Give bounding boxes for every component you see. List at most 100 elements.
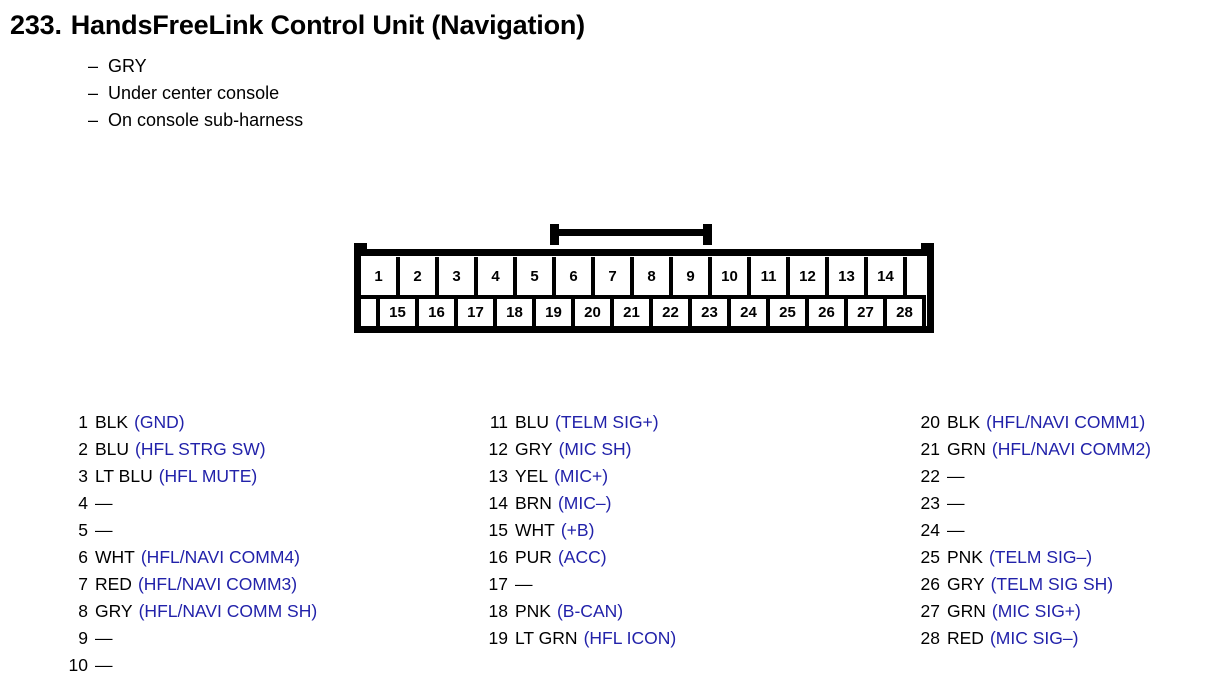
pin-list-row: 7 RED(HFL/NAVI COMM3) [62,574,317,601]
detail-bullet: –Under center console [88,83,303,110]
pin-wire-color: WHT [515,520,555,540]
pin-wire-color: GRN [947,601,986,621]
pin-number: 18 [488,601,508,621]
pin-wire-color: PUR [515,547,552,567]
pin-list-row: 18 PNK(B-CAN) [482,601,676,628]
pin-list-row: 23 — [914,493,1151,520]
connector-pin-11: 11 [751,257,790,295]
connector-pin-16: 16 [419,295,458,326]
pin-signal-name: (TELM SIG–) [988,547,1093,567]
pin-wire-color: BRN [515,493,552,513]
connector-pin-7: 7 [595,257,634,295]
pin-number: 22 [920,466,940,486]
detail-bullet-label: On console sub-harness [108,110,304,130]
connector-pin-2: 2 [400,257,439,295]
pin-signal-name: (HFL/NAVI COMM3) [137,574,298,594]
pin-wire-color: GRN [947,439,986,459]
pin-wire-color: YEL [515,466,549,486]
connector-pin-18: 18 [497,295,536,326]
pin-wire-color: RED [95,574,132,594]
pin-signal-name: (HFL STRG SW) [135,439,266,459]
pin-signal-name: (B-CAN) [556,601,624,621]
pin-wire-color: BLK [95,412,129,432]
pin-signal-name: (MIC SH) [558,439,632,459]
detail-bullet: –On console sub-harness [88,110,303,137]
pin-number: 13 [488,466,508,486]
connector-pin-24: 24 [731,295,770,326]
detail-bullet: –GRY [88,56,303,83]
pin-wire-color: PNK [515,601,551,621]
pin-list-row: 4— [62,493,317,520]
connector-pin-12: 12 [790,257,829,295]
pin-unused-dash: — [947,493,965,513]
pin-number: 16 [488,547,508,567]
connector-pin-27: 27 [848,295,887,326]
page-title-number: 233. [10,10,62,40]
pin-number: 25 [920,547,940,567]
pin-number: 24 [920,520,940,540]
pin-wire-color: LT GRN [515,628,578,648]
connector-pin-14: 14 [868,257,907,295]
latch-post-left [550,224,559,245]
pin-unused-dash: — [947,520,965,540]
pin-number: 5 [78,520,88,540]
pin-signal-name: (HFL/NAVI COMM1) [986,412,1146,432]
page-title-name: HandsFreeLink Control Unit (Navigation) [70,10,585,40]
connector-pin-4: 4 [478,257,517,295]
pin-signal-name: (TELM SIG+) [555,412,659,432]
connector-pin-21: 21 [614,295,653,326]
connector-pin-19: 19 [536,295,575,326]
pin-number: 19 [488,628,508,648]
pin-number: 14 [488,493,508,513]
pin-number: 10 [68,655,88,675]
pin-number: 20 [920,412,940,432]
pin-number: 23 [920,493,940,513]
pin-wire-color: LT BLU [95,466,153,486]
pin-number: 1 [78,412,88,432]
connector-pin-10: 10 [712,257,751,295]
connector-pin-17: 17 [458,295,497,326]
pin-unused-dash: — [515,574,533,594]
connector-pin-28: 28 [887,295,926,326]
pin-number: 3 [78,466,88,486]
connector-pin-23: 23 [692,295,731,326]
pin-number: 11 [489,412,508,432]
pin-signal-name: (+B) [560,520,595,540]
pin-wire-color: PNK [947,547,983,567]
bullet-dash-icon: – [88,83,99,103]
pin-list-row: 5— [62,520,317,547]
pin-signal-name: (HFL ICON) [583,628,677,648]
connector-pin-25: 25 [770,295,809,326]
pin-wire-color: WHT [95,547,135,567]
shell-edge-right [927,243,934,333]
pin-number: 2 [78,439,88,459]
pin-wire-color: GRY [515,439,553,459]
detail-bullet-label: Under center console [108,83,280,103]
pin-wire-color: GRY [95,601,133,621]
shell-notch-left [354,243,367,250]
detail-bullet-list: –GRY–Under center console–On console sub… [88,56,303,137]
pin-signal-name: (MIC SIG–) [989,628,1079,648]
pin-signal-name: (HFL/NAVI COMM2) [991,439,1152,459]
bullet-dash-icon: – [88,110,99,130]
pin-number: 4 [78,493,88,513]
pin-number: 7 [78,574,88,594]
connector-pin-6: 6 [556,257,595,295]
pin-number: 27 [920,601,940,621]
connector-pin-20: 20 [575,295,614,326]
